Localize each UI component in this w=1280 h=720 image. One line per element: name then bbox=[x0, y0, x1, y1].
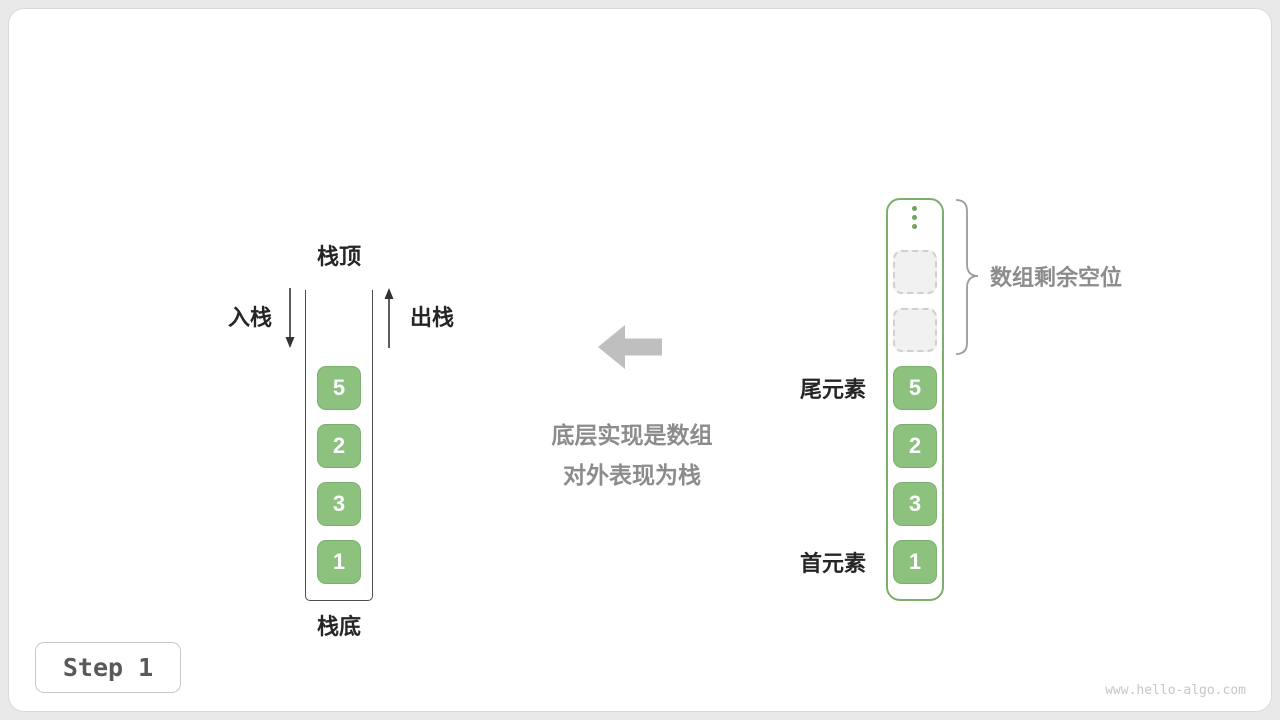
step-badge-label: Step 1 bbox=[62, 653, 154, 682]
caption-line-1: 底层实现是数组 bbox=[551, 422, 713, 448]
caption-line-2: 对外表现为栈 bbox=[563, 462, 701, 488]
step-badge: Step 1 bbox=[35, 642, 181, 693]
stack-bottom-label: 栈底 bbox=[316, 614, 361, 639]
array-cell-1: 2 bbox=[893, 424, 937, 468]
stack-cell-1: 2 bbox=[317, 424, 361, 468]
array-cell-3: 1 bbox=[893, 540, 937, 584]
pop-label: 出栈 bbox=[410, 305, 455, 330]
push-down-arrow-icon bbox=[285, 288, 295, 348]
array-cell-0: 5 bbox=[893, 366, 937, 410]
stack-container-outline bbox=[305, 290, 373, 601]
pop-up-arrow-icon bbox=[384, 288, 394, 348]
array-empty-slot-1 bbox=[893, 308, 937, 352]
tail-element-label: 尾元素 bbox=[799, 377, 866, 402]
left-block-arrow-icon bbox=[598, 325, 662, 369]
array-cell-2: 3 bbox=[893, 482, 937, 526]
watermark-text: www.hello-algo.com bbox=[1105, 683, 1246, 698]
curly-brace-icon bbox=[955, 199, 979, 355]
stack-top-label: 栈顶 bbox=[316, 244, 361, 269]
free-slots-label: 数组剩余空位 bbox=[990, 265, 1123, 290]
ellipsis-dots-icon bbox=[912, 206, 917, 229]
stack-cell-2: 3 bbox=[317, 482, 361, 526]
stack-cell-3: 1 bbox=[317, 540, 361, 584]
push-label: 入栈 bbox=[227, 305, 272, 330]
array-empty-slot-0 bbox=[893, 250, 937, 294]
head-element-label: 首元素 bbox=[799, 551, 866, 576]
background-card bbox=[8, 8, 1272, 712]
stack-cell-0: 5 bbox=[317, 366, 361, 410]
